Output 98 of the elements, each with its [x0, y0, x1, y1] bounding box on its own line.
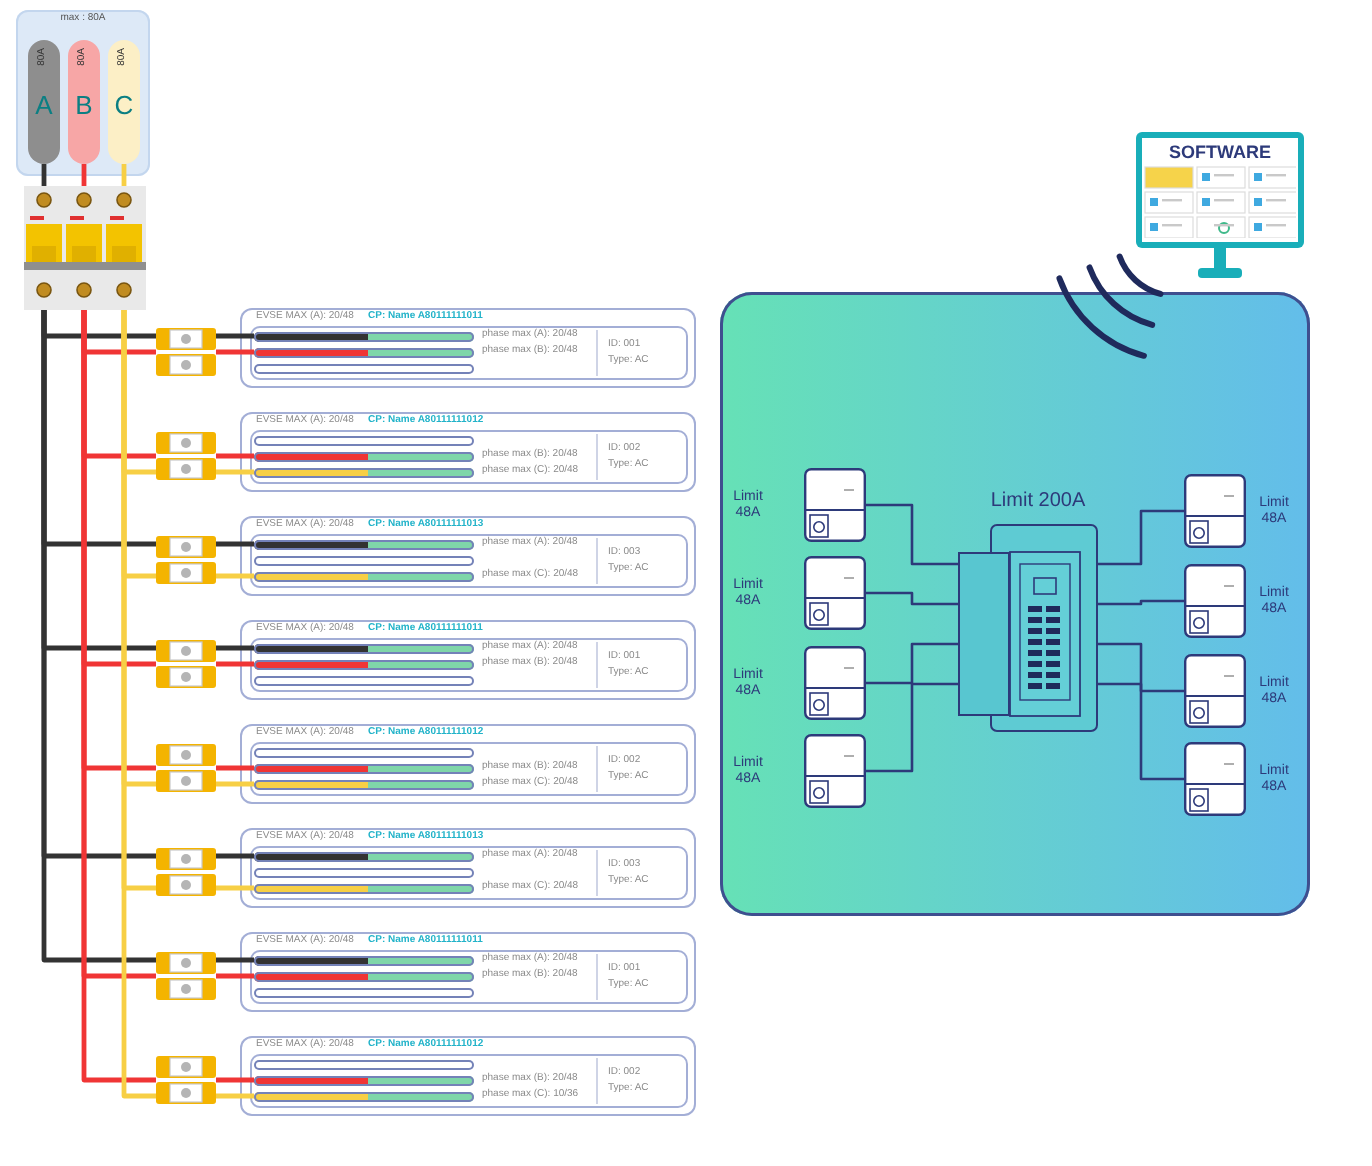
wire	[216, 973, 254, 979]
wire	[216, 661, 254, 667]
charger-card	[240, 932, 696, 1012]
wall-charger	[804, 468, 866, 542]
phase-panel	[250, 1054, 688, 1108]
wire	[216, 541, 254, 547]
wire	[216, 349, 254, 355]
phase-bar	[254, 1059, 474, 1069]
wire	[1098, 509, 1184, 566]
wire	[866, 503, 958, 566]
phase-bar	[254, 971, 474, 981]
wire	[1098, 642, 1184, 693]
wire	[216, 957, 254, 963]
charger-card	[240, 620, 696, 700]
terminal-block	[156, 1056, 216, 1104]
wall-charger	[1184, 474, 1246, 548]
phase-tag	[28, 40, 60, 164]
supply-panel	[16, 10, 150, 176]
phase-panel	[250, 950, 688, 1004]
phase-panel	[250, 846, 688, 900]
wire	[866, 682, 958, 773]
phase-bar	[254, 467, 474, 477]
phase-bar	[254, 659, 474, 669]
wire	[41, 310, 156, 963]
phase-bar	[254, 539, 474, 549]
wire	[216, 885, 254, 891]
wire	[216, 573, 254, 579]
wire	[216, 453, 254, 459]
screen-title: SOFTWARE	[1167, 142, 1273, 163]
terminal-block	[156, 328, 216, 376]
phase-panel	[250, 638, 688, 692]
phase-bar	[254, 747, 474, 757]
phase-bar	[254, 435, 474, 445]
phase-panel	[250, 430, 688, 484]
wire	[216, 765, 254, 771]
terminal-block	[156, 952, 216, 1000]
wire	[216, 333, 254, 339]
phase-bar	[254, 867, 474, 877]
phase-bar	[254, 779, 474, 789]
terminal-block	[156, 744, 216, 792]
charger-card	[240, 828, 696, 908]
monitor-screen	[1136, 132, 1304, 248]
charger-card	[240, 308, 696, 388]
limit-label: Limit 200A	[988, 490, 1088, 513]
phase-bar	[254, 643, 474, 653]
charger-card	[240, 724, 696, 804]
phase-tag	[108, 40, 140, 164]
wire	[216, 853, 254, 859]
terminal-block	[156, 432, 216, 480]
wall-charger	[1184, 654, 1246, 728]
wire	[866, 591, 958, 606]
wall-charger	[804, 646, 866, 720]
phase-bar	[254, 851, 474, 861]
wall-charger	[1184, 564, 1246, 638]
site-panel	[720, 292, 1310, 916]
wire	[866, 642, 958, 685]
phase-panel	[250, 742, 688, 796]
charger-card	[240, 516, 696, 596]
phase-bar	[254, 451, 474, 461]
wall-charger	[1184, 742, 1246, 816]
phase-letter: C	[112, 92, 136, 122]
wire	[216, 1093, 254, 1099]
terminal-block	[156, 848, 216, 896]
phase-bar	[254, 675, 474, 685]
phase-bar	[254, 347, 474, 357]
phase-bar	[254, 1091, 474, 1101]
phase-bar	[254, 955, 474, 965]
phase-letter: B	[73, 92, 95, 122]
wall-charger	[804, 556, 866, 630]
wire	[1098, 599, 1184, 606]
wall-charger	[804, 734, 866, 808]
phase-bar	[254, 363, 474, 373]
wire	[1098, 682, 1184, 781]
wire	[121, 310, 156, 1099]
wire	[81, 164, 87, 186]
wire	[121, 164, 127, 186]
wire	[216, 645, 254, 651]
circuit-breaker	[24, 186, 146, 310]
phase-bar	[254, 571, 474, 581]
phase-tag	[68, 40, 100, 164]
phase-bar	[254, 987, 474, 997]
terminal-block	[156, 536, 216, 584]
wire	[216, 469, 254, 475]
wire	[216, 781, 254, 787]
phase-letter: A	[33, 92, 55, 122]
phase-bar	[254, 1075, 474, 1085]
phase-bar	[254, 763, 474, 773]
terminal-block	[156, 640, 216, 688]
phase-bar	[254, 331, 474, 341]
wire	[216, 1077, 254, 1083]
phase-bar	[254, 883, 474, 893]
charger-card	[240, 1036, 696, 1116]
phase-panel	[250, 326, 688, 380]
electrical-panel	[958, 524, 1098, 732]
phase-panel	[250, 534, 688, 588]
wire	[41, 164, 47, 186]
charger-card	[240, 412, 696, 492]
phase-bar	[254, 555, 474, 565]
